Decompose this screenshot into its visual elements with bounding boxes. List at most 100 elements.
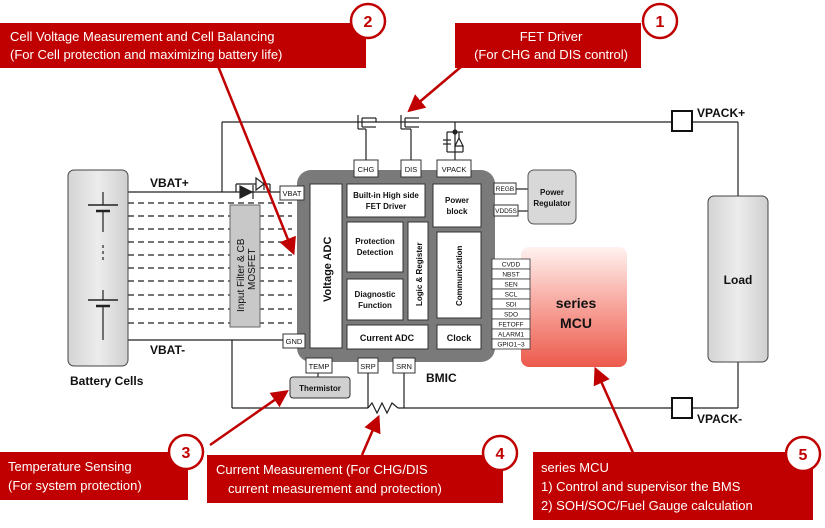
arrow-2 — [216, 65, 296, 256]
callout-2-num: 2 — [364, 14, 373, 31]
mcu-pin-label: NBST — [502, 272, 519, 279]
vbat-plus-label: VBAT+ — [150, 176, 189, 190]
callout-1-line1: FET Driver — [520, 29, 583, 44]
pin-vbat-label: VBAT — [282, 189, 301, 198]
pin-vddss — [493, 204, 519, 217]
pin-regb — [493, 182, 517, 195]
mcu-pin-box — [491, 338, 531, 350]
callout-3-line1: Temperature Sensing — [8, 459, 132, 474]
voltage-adc-label: Voltage ADC — [322, 237, 334, 302]
mcu-label-2: MCU — [560, 315, 592, 331]
battery-cells-label: Battery Cells — [70, 374, 144, 388]
pin-vddss-label: VDD5S — [495, 208, 517, 215]
callout-5-line1: series MCU — [541, 460, 609, 475]
pin-gnd-label: GND — [286, 337, 303, 346]
mcu-pin-label: SCL — [505, 292, 518, 299]
voltage-adc-block — [309, 183, 343, 349]
pin-temp — [305, 357, 333, 374]
logic-register-block — [407, 221, 429, 321]
callout-4-line1: Current Measurement (For CHG/DIS — [216, 462, 428, 477]
fet-chg-icon — [357, 115, 377, 132]
pin-vbat — [279, 185, 305, 201]
pin-vpack — [436, 159, 472, 178]
input-filter-label-2: MOSFET — [247, 248, 258, 290]
pin-srn — [392, 357, 416, 374]
clock-block — [436, 324, 482, 350]
bmic-label: BMIC — [426, 371, 457, 385]
power-regulator-block — [527, 169, 577, 225]
load-label: Load — [724, 273, 753, 287]
thermistor-block — [289, 376, 351, 399]
callout-4-box — [207, 455, 503, 503]
pin-chg-label: CHG — [358, 165, 375, 174]
power-regulator-label-1: Power — [540, 188, 564, 197]
pin-dis-label: DIS — [405, 165, 418, 174]
fet-driver-block — [346, 183, 426, 218]
clock-label: Clock — [447, 333, 473, 343]
input-filter-label-1: Input Filter & CB — [236, 238, 247, 312]
mcu-pin-label: CVDD — [502, 262, 521, 269]
callout-5-line2: 1) Control and supervisor the BMS — [541, 479, 741, 494]
power-block — [432, 183, 482, 228]
current-adc-block — [346, 324, 429, 350]
arrow-4 — [360, 414, 381, 456]
wires — [103, 121, 739, 409]
communication-label: Communication — [455, 245, 464, 306]
callout-5-box — [533, 452, 813, 520]
mcu-label-1: series — [556, 295, 597, 311]
current-adc-label: Current ADC — [360, 333, 415, 343]
callout-1-line2: (For CHG and DIS control) — [474, 47, 628, 62]
power-block-label-2: block — [447, 207, 468, 216]
pin-srn-label: SRN — [396, 362, 412, 371]
fet-dis-icon — [400, 115, 419, 132]
callout-4-num: 4 — [496, 446, 505, 463]
pin-dis — [400, 159, 422, 178]
mcu-pin-label: ALARM1 — [498, 332, 524, 339]
callout-5-line3: 2) SOH/SOC/Fuel Gauge calculation — [541, 498, 753, 513]
input-filter-box — [229, 204, 261, 328]
callout-2-line2: (For Cell protection and maximizing batt… — [10, 47, 282, 62]
callout-1-badge — [641, 2, 679, 40]
arrow-3 — [209, 389, 289, 447]
callout-arrows — [209, 65, 636, 456]
shunt-resistor-icon — [367, 401, 399, 415]
pin-srp — [357, 357, 379, 374]
callout-5-num: 5 — [799, 447, 808, 464]
pin-srp-label: SRP — [360, 362, 375, 371]
mcu-pin-label: SEN — [504, 282, 518, 289]
callout-1-num: 1 — [656, 14, 665, 31]
vpack-plus-label: VPACK+ — [697, 106, 745, 120]
callout-4-line2: current measurement and protection) — [228, 481, 442, 496]
mcu-pin-label: GPIO1~3 — [497, 342, 525, 349]
fet-driver-label-1: Built-in High side — [353, 191, 419, 200]
callout-3-box — [0, 452, 188, 500]
cell-sense-lines — [128, 202, 292, 324]
power-block-label-1: Power — [445, 196, 469, 205]
logic-register-label: Logic & Register — [415, 242, 424, 306]
vbat-minus-label: VBAT- — [150, 343, 185, 357]
mcu-pin-label: FETOFF — [498, 322, 523, 329]
mcu-block — [521, 247, 627, 367]
pin-vpack-label: VPACK — [442, 165, 467, 174]
callout-3-num: 3 — [182, 445, 191, 462]
mcu-pin-label: SDI — [506, 302, 517, 309]
communication-block — [436, 231, 482, 319]
pin-regb-label: REGB — [496, 186, 514, 193]
callout-2-badge — [349, 2, 387, 40]
protection-detection-block — [346, 221, 404, 273]
pin-gnd — [282, 333, 306, 349]
power-regulator-label-2: Regulator — [533, 199, 570, 208]
thermistor-label: Thermistor — [299, 384, 341, 393]
callout-2-box — [0, 23, 366, 68]
callout-1-box — [455, 23, 641, 68]
vpack-minus-terminal — [671, 397, 693, 419]
fet-driver-label-2: FET Driver — [366, 202, 406, 211]
vpack-plus-terminal — [671, 110, 693, 132]
diagnostic-label-2: Function — [358, 301, 392, 310]
diagnostic-block — [346, 278, 404, 321]
vpack-minus-label: VPACK- — [697, 412, 742, 426]
mcu-pin-label: SDO — [504, 312, 518, 319]
arrow-1 — [407, 65, 463, 113]
